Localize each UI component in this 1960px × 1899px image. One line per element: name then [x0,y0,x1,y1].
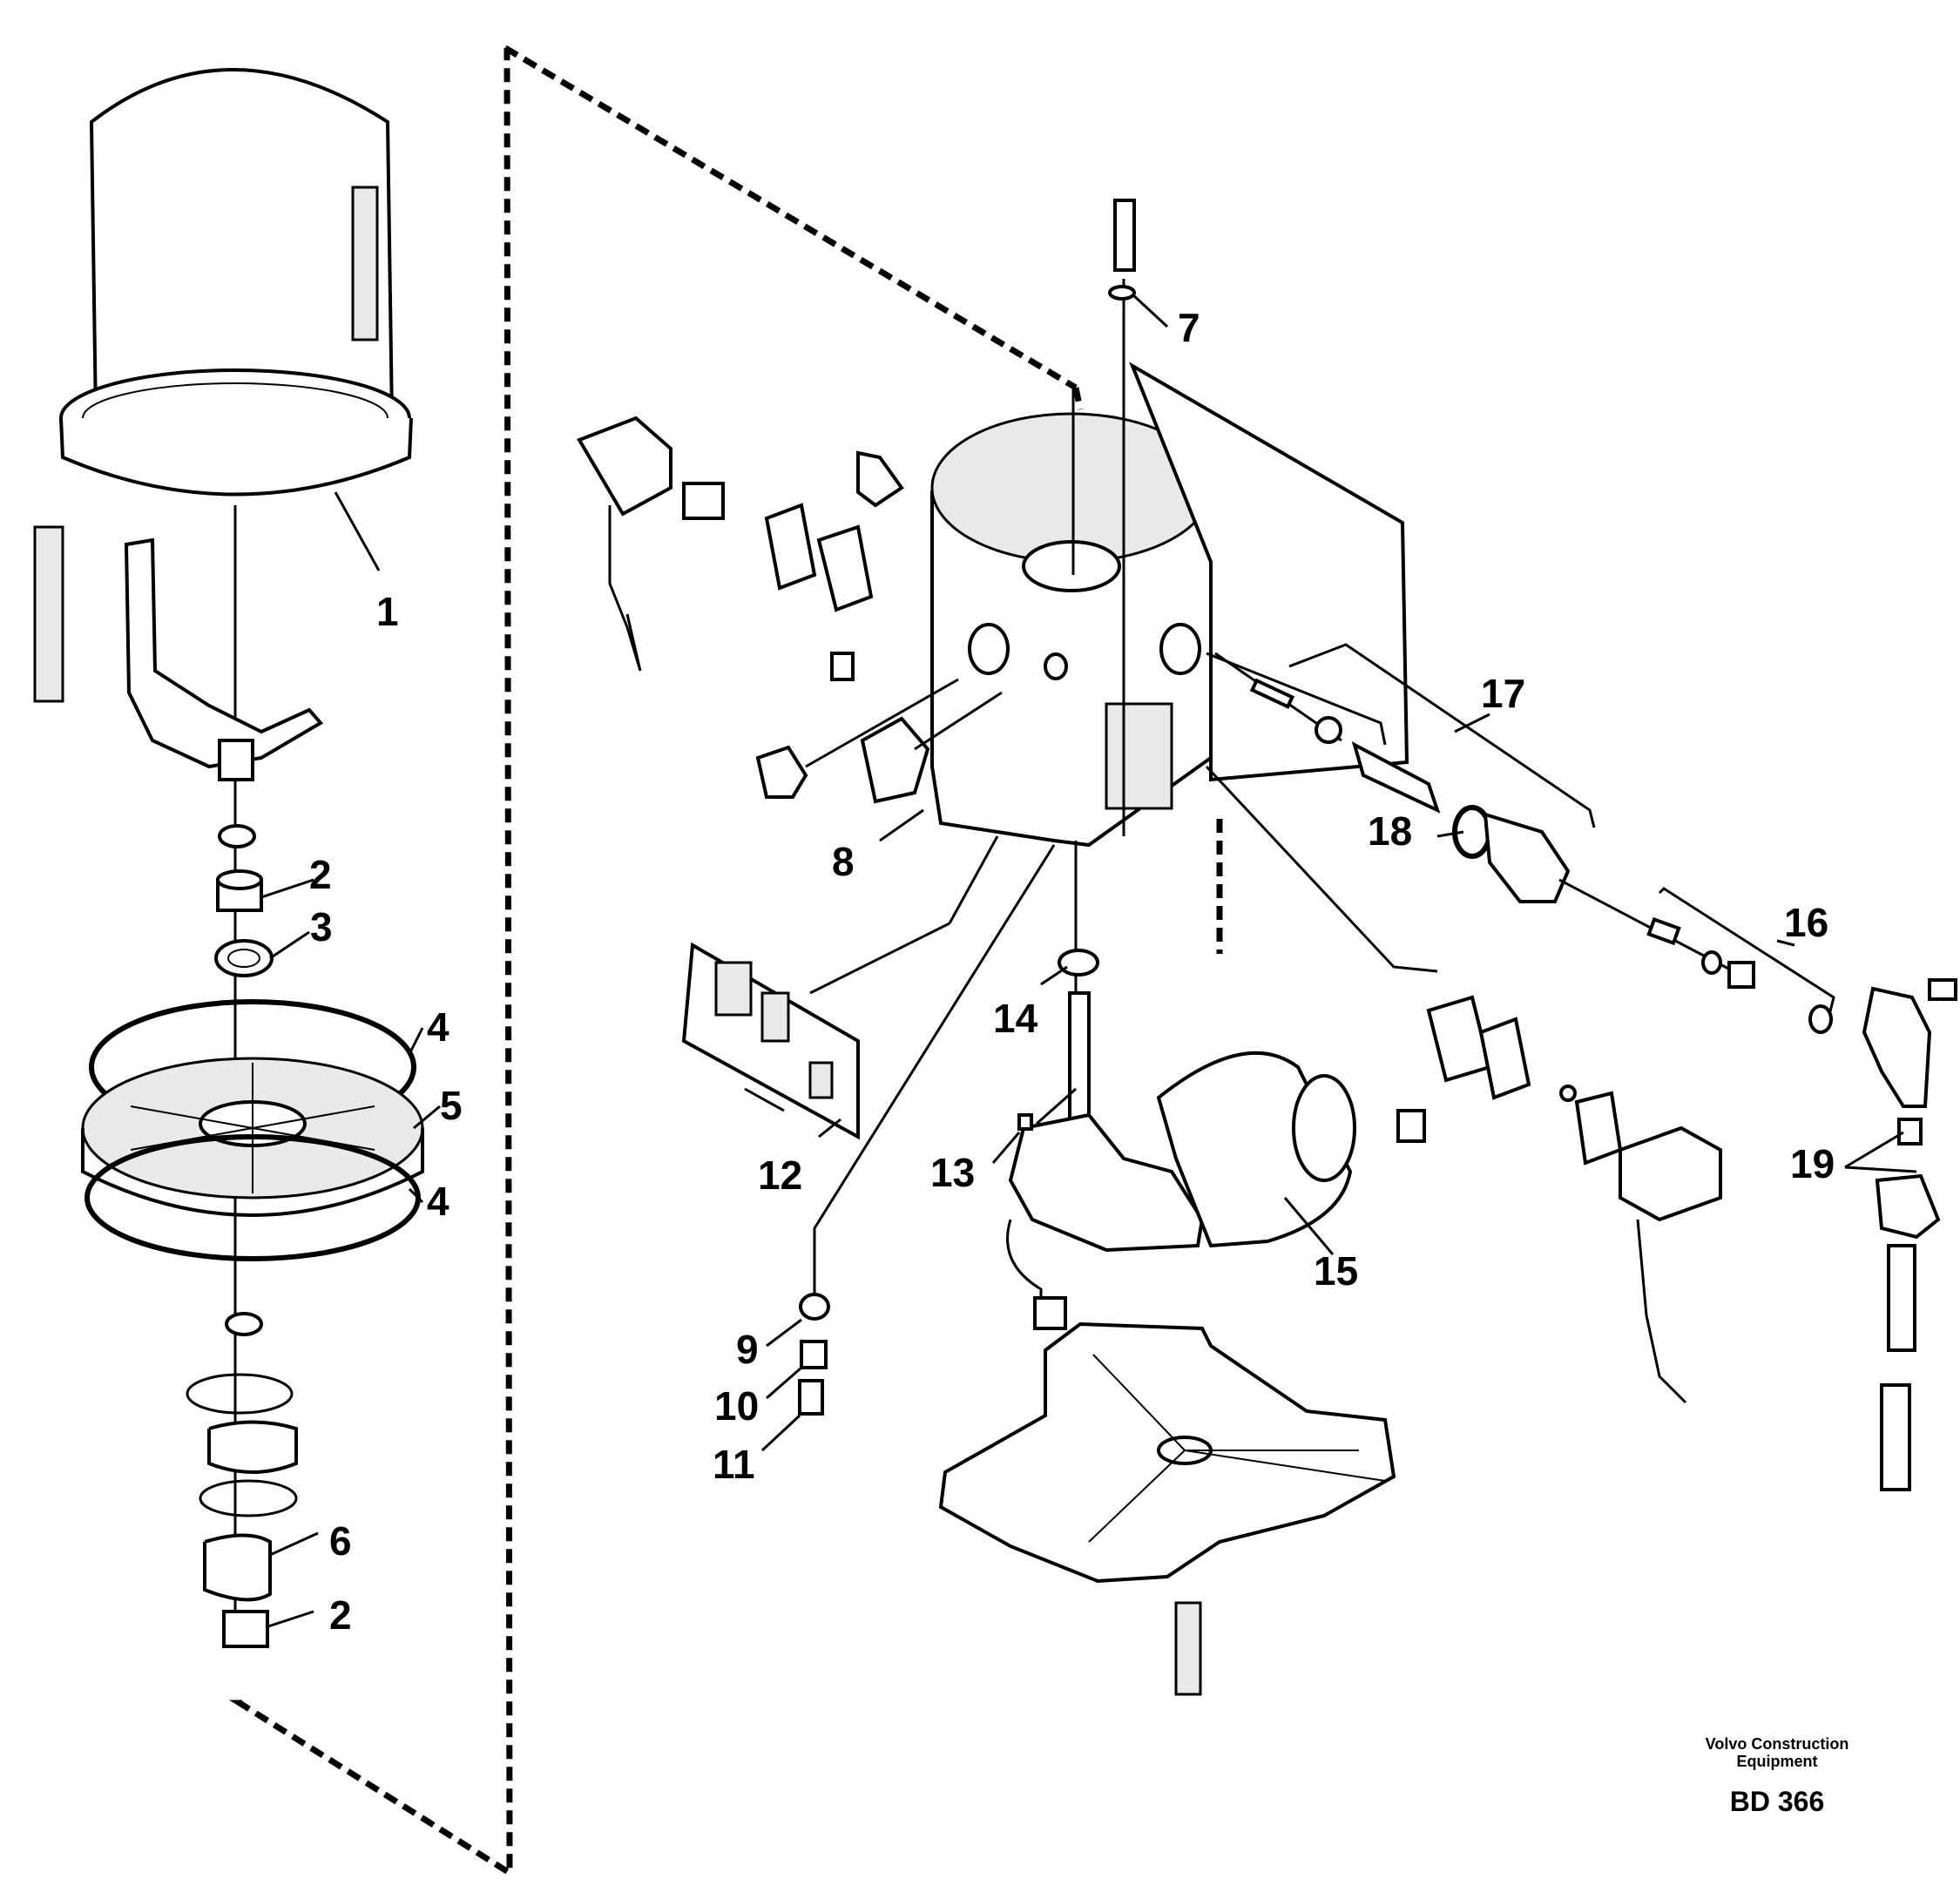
callout-19: 19 [1790,1141,1835,1186]
valve-and-connector-assembly [1205,643,1957,1491]
publisher-footer: Volvo Construction Equipment BD 366 [1629,1735,1925,1818]
brand-line-1: Volvo Construction [1705,1735,1849,1753]
callout-3: 3 [310,904,333,950]
callout-2: 2 [309,852,332,897]
callout-2-lower: 2 [329,1592,352,1638]
callout-1: 1 [376,589,399,634]
callout-4-lower: 4 [427,1179,449,1224]
callout-5: 5 [440,1083,463,1128]
diagram-code: BD 366 [1729,1786,1825,1817]
pump-housing-assembly [577,199,1409,1696]
callout-15: 15 [1314,1248,1358,1294]
reservoir-assembly [33,68,441,1648]
callout-8: 8 [832,839,855,884]
callout-11: 11 [713,1442,755,1487]
brand-line-2: Equipment [1736,1753,1818,1770]
callout-13: 13 [930,1150,975,1195]
callout-10: 10 [714,1383,759,1429]
callout-17: 17 [1481,671,1525,716]
callout-14: 14 [993,996,1038,1041]
callout-6: 6 [329,1518,352,1564]
assembly-boundary-dashed-line [228,44,1223,1879]
callout-9: 9 [736,1327,759,1372]
callout-16: 16 [1784,900,1828,945]
callout-12: 12 [758,1152,802,1198]
callout-7: 7 [1178,305,1200,350]
callout-18: 18 [1368,808,1412,854]
callout-4: 4 [427,1004,449,1050]
